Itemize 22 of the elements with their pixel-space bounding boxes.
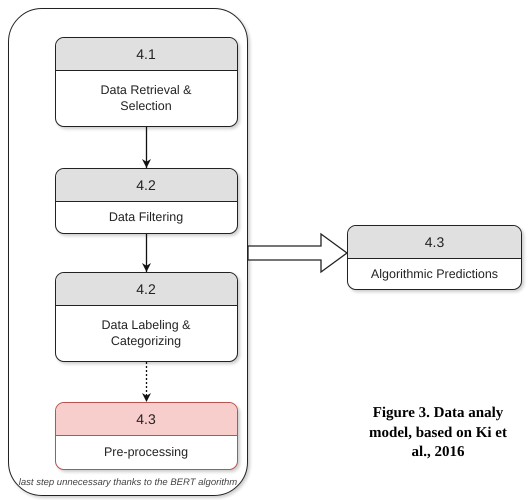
arrow — [142, 362, 151, 402]
step-title: Data Labeling & Categorizing — [100, 316, 192, 350]
step-number: 4.3 — [424, 234, 444, 250]
step-number: 4.1 — [136, 46, 156, 62]
process-box — [54, 402, 238, 470]
figure-caption: Figure 3. Data analy model, based on Ki et al., 2016 — [368, 404, 508, 462]
step-title: Data Filtering — [108, 208, 184, 226]
process-box — [54, 36, 238, 126]
step-title: Algorithmic Predictions — [370, 266, 498, 282]
step-number: 4.3 — [136, 410, 156, 426]
arrow — [142, 127, 151, 168]
process-box — [54, 168, 238, 234]
block-arrow — [247, 232, 348, 274]
step-number: 4.2 — [136, 280, 156, 296]
step-title: Pre-processing — [104, 444, 188, 460]
step-title: Data Retrieval & Selection — [99, 82, 192, 114]
note-text: last step unnecessary thanks to the BERT algorithm — [18, 477, 238, 488]
group-container — [8, 8, 248, 496]
arrow — [142, 234, 151, 272]
process-box — [347, 225, 522, 290]
step-number: 4.2 — [136, 176, 156, 192]
process-box — [54, 272, 238, 362]
